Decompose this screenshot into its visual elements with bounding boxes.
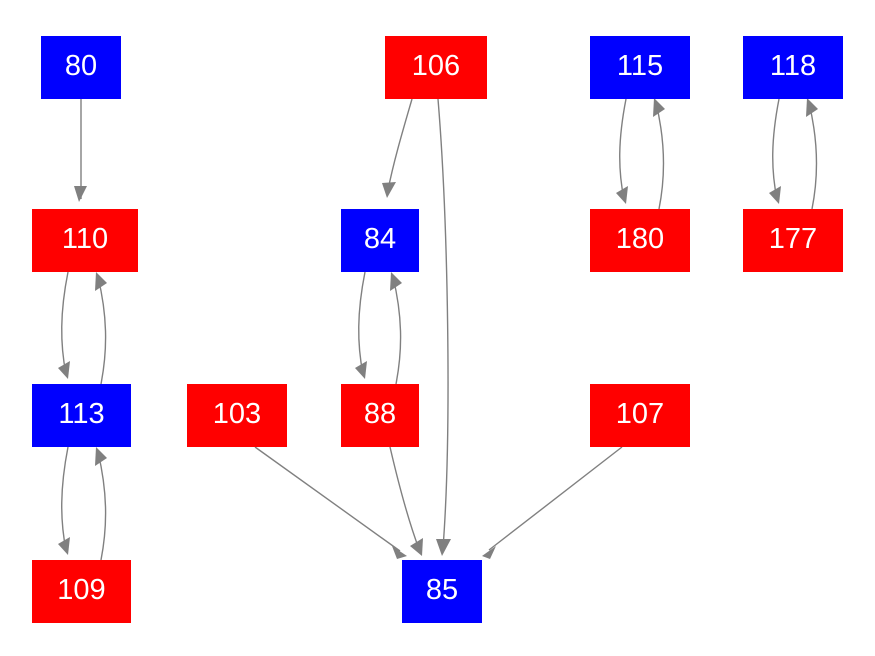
node-103[interactable]: 103: [187, 384, 287, 447]
node-118[interactable]: 118: [743, 36, 843, 99]
node-label: 109: [57, 574, 106, 606]
node-80[interactable]: 80: [41, 36, 121, 99]
node-85[interactable]: 85: [402, 560, 482, 623]
node-label: 88: [363, 398, 397, 430]
node-label: 103: [212, 398, 262, 430]
node-label: 118: [769, 50, 817, 82]
node-84[interactable]: 84: [341, 209, 419, 272]
node-109[interactable]: 109: [32, 560, 131, 623]
node-label: 177: [768, 223, 818, 255]
node-113[interactable]: 113: [32, 384, 131, 447]
node-label: 115: [616, 50, 664, 82]
node-107[interactable]: 107: [590, 384, 690, 447]
node-106[interactable]: 106: [385, 36, 487, 99]
node-88[interactable]: 88: [341, 384, 419, 447]
node-110[interactable]: 110: [32, 209, 138, 272]
node-177[interactable]: 177: [743, 209, 843, 272]
node-label: 80: [64, 50, 98, 82]
node-label: 85: [425, 574, 459, 606]
node-180[interactable]: 180: [590, 209, 690, 272]
node-label: 106: [411, 50, 461, 82]
node-115[interactable]: 115: [590, 36, 690, 99]
node-label: 113: [58, 398, 105, 430]
node-label: 180: [615, 223, 665, 255]
node-label: 107: [615, 398, 665, 430]
node-label: 84: [363, 223, 397, 255]
node-label: 110: [61, 223, 109, 255]
